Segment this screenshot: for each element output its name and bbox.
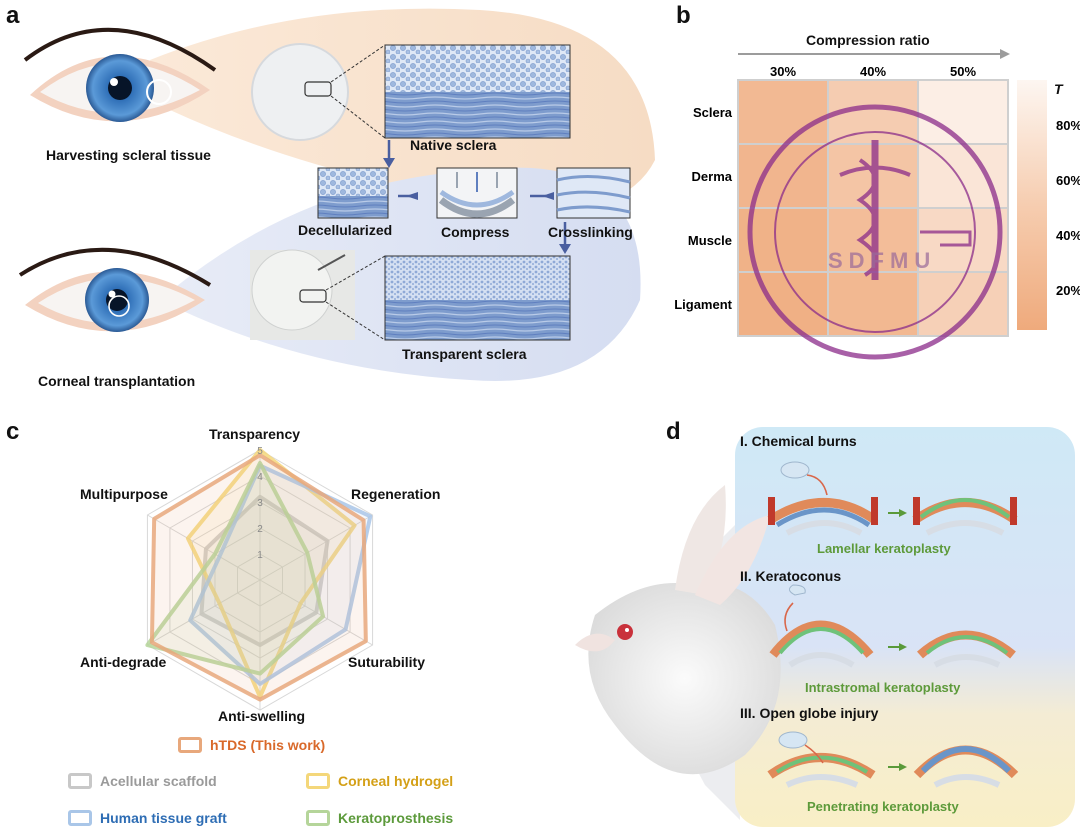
radar-tick-label: 1 <box>257 550 263 561</box>
step1-eyes <box>767 461 1018 536</box>
colorbar-tick: 80% <box>1056 118 1080 133</box>
heatmap-cell <box>917 207 1009 273</box>
legend-human-graft: Human tissue graft <box>68 810 227 826</box>
heatmap-cell <box>917 271 1009 337</box>
harvest-label: Harvesting scleral tissue <box>46 147 211 163</box>
legend-swatch <box>68 773 92 789</box>
radar-series-polygon <box>185 448 357 699</box>
axis-transparency: Transparency <box>209 426 301 442</box>
radar-tick-label: 5 <box>257 446 263 457</box>
native-sclera-label: Native sclera <box>410 137 497 153</box>
heatmap-cell <box>737 79 829 145</box>
step1-title: I. Chemical burns <box>740 433 857 449</box>
legend-hydrogel: Corneal hydrogel <box>306 773 453 789</box>
radar-spoke <box>147 579 261 646</box>
heatmap-row-label: Muscle <box>688 233 732 248</box>
heatmap-row-label: Sclera <box>693 105 733 120</box>
legend-htds: hTDS (This work) <box>178 737 325 753</box>
legend-swatch <box>178 737 202 753</box>
legend-swatch <box>68 810 92 826</box>
step3-eyes <box>767 731 1019 788</box>
axis-multipurpose: Multipurpose <box>80 486 168 502</box>
step2-caption: Intrastromal keratoplasty <box>805 680 961 695</box>
decellularized-label: Decellularized <box>298 222 393 238</box>
radar-chart: 1 2 3 4 5 <box>145 446 374 711</box>
radar-tick-label: 2 <box>257 524 263 535</box>
compress-label: Compress <box>441 224 510 240</box>
heatmap-col-label: 50% <box>950 64 976 79</box>
heatmap-cell <box>737 271 829 337</box>
axis-anti-degrade: Anti-degrade <box>80 654 167 670</box>
step2-eyes <box>769 584 1016 668</box>
legend-label: Acellular scaffold <box>100 773 217 789</box>
colorbar-tick: 40% <box>1056 228 1080 243</box>
step3-title: III. Open globe injury <box>740 705 879 721</box>
bottom-eye <box>18 247 212 332</box>
legend-label: Human tissue graft <box>100 810 227 826</box>
heatmap-cell <box>917 79 1009 145</box>
panel-d-label: d <box>666 418 681 445</box>
legend-label: hTDS (This work) <box>210 737 326 753</box>
panel-b-label: b <box>676 2 691 29</box>
legend-label: Keratoprosthesis <box>338 810 454 826</box>
axis-suturability: Suturability <box>348 654 426 670</box>
colorbar-tick: 20% <box>1056 283 1080 298</box>
heatmap-col-label: 40% <box>860 64 886 79</box>
heatmap-col-label: 30% <box>770 64 796 79</box>
step1-caption: Lamellar keratoplasty <box>817 541 951 556</box>
legend-swatch <box>306 773 330 789</box>
top-eye <box>23 27 217 122</box>
axis-anti-swelling: Anti-swelling <box>218 708 306 724</box>
heatmap-row-label: Derma <box>692 169 733 184</box>
seal-text: SDFMU <box>828 248 936 273</box>
colorbar-tick: 60% <box>1056 173 1080 188</box>
step2-title: II. Keratoconus <box>740 568 842 584</box>
radar-tick-label: 4 <box>257 472 263 483</box>
radar-series-polygon <box>149 453 368 702</box>
rabbit-image <box>575 485 781 775</box>
panel-d-illustration <box>575 427 1075 827</box>
radar-spoke <box>147 514 261 581</box>
transparent-sclera-label: Transparent sclera <box>402 346 527 362</box>
legend-label: Corneal hydrogel <box>338 773 454 789</box>
corneal-transplantation-label: Corneal transplantation <box>38 373 196 389</box>
axis-regeneration: Regeneration <box>351 486 441 502</box>
panel-a-illustration <box>18 8 655 381</box>
colorbar-title: T <box>1054 81 1063 97</box>
radar-series-polygon <box>188 463 373 686</box>
radar-series-polygon <box>145 461 326 676</box>
legend-swatch <box>306 810 330 826</box>
radar-tick-label: 3 <box>257 498 263 509</box>
compression-ratio-header: Compression ratio <box>806 32 930 48</box>
panel-a-label: a <box>6 2 20 29</box>
seal-watermark <box>747 104 1003 360</box>
legend-kpro: Keratoprosthesis <box>306 810 453 826</box>
panel-c-label: c <box>6 418 20 445</box>
crosslinking-label: Crosslinking <box>548 224 633 240</box>
legend-acellular: Acellular scaffold <box>68 773 217 789</box>
heatmap-row-label: Ligament <box>674 297 732 312</box>
step3-caption: Penetrating keratoplasty <box>807 799 959 814</box>
